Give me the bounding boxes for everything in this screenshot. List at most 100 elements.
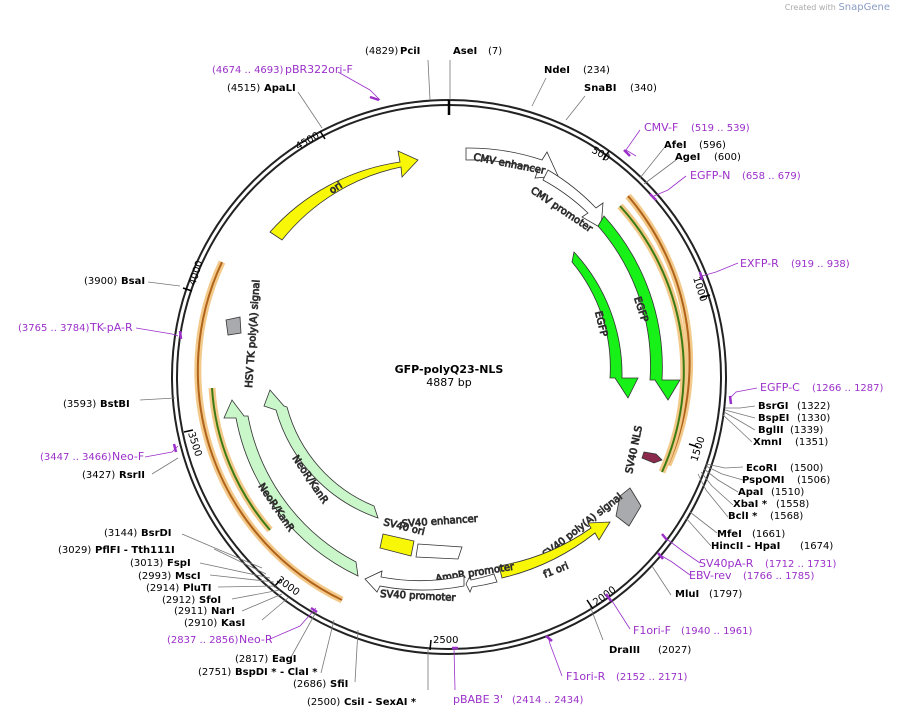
primer-name[interactable]: EGFP-C	[760, 381, 800, 394]
primer-name[interactable]: F1ori-R	[566, 670, 606, 683]
site-pos: (2027)	[658, 645, 691, 656]
tick-mark	[182, 287, 193, 292]
primer-name[interactable]: EGFP-N	[690, 169, 730, 182]
site-name[interactable]: PluTI	[183, 583, 211, 594]
feature-sv40-ori[interactable]	[379, 533, 415, 557]
tick-label: 4500	[294, 130, 322, 152]
feature-sv40-enhancer[interactable]	[415, 543, 463, 560]
snapgene-credit: Created with SnapGene	[785, 2, 890, 13]
site-pos: (2911)	[174, 606, 207, 617]
feature-neor-kanr-outer[interactable]	[223, 399, 359, 577]
tick-mark	[429, 639, 432, 651]
feature-ampr-promoter[interactable]	[465, 573, 498, 593]
primer-range: (3447 .. 3466)	[40, 452, 112, 463]
site-name[interactable]: XbaI *	[733, 499, 768, 510]
feature-sv40-promoter[interactable]	[364, 570, 465, 593]
plasmid-name: GFP-polyQ23-NLS	[395, 363, 504, 376]
site-name[interactable]: SfoI	[199, 595, 221, 606]
site-name[interactable]: SfiI	[330, 679, 348, 690]
primer-range: (1766 .. 1785)	[743, 571, 815, 582]
feature-label: SV40 promoter	[380, 589, 457, 604]
plasmid-length: 4887 bp	[426, 376, 471, 389]
primer-name[interactable]: EXFP-R	[740, 257, 779, 270]
site-name[interactable]: CsiI - SexAI *	[344, 697, 417, 708]
site-pos: (3013)	[130, 558, 163, 569]
site-pos: (1500)	[790, 463, 823, 474]
site-name[interactable]: NdeI	[544, 65, 570, 76]
feature-f1-ori[interactable]	[498, 521, 611, 579]
site-name[interactable]: AseI	[453, 46, 477, 57]
site-pos: (2686)	[293, 679, 326, 690]
site-name[interactable]: EcoRI	[746, 463, 777, 474]
tick-mark	[319, 130, 326, 140]
primer-name[interactable]: pBR322ori-F	[285, 63, 353, 76]
site-name[interactable]: AfeI	[664, 140, 687, 151]
primer-name[interactable]: pBABE 3'	[453, 693, 503, 706]
site-pos: (1506)	[797, 475, 830, 486]
feature-hsv-tk-polya[interactable]	[225, 316, 242, 336]
site-name[interactable]: BsrDI	[141, 528, 172, 539]
tick-label: 1500	[689, 435, 707, 463]
primer-name[interactable]: SV40pA-R	[699, 557, 754, 570]
site-name[interactable]: PspOMI	[742, 475, 784, 486]
site-name[interactable]: BsaI	[121, 276, 145, 287]
primer-name[interactable]: Neo-F	[112, 450, 144, 463]
green-primer-band-left-core	[211, 387, 271, 531]
site-name[interactable]: BsrGI	[758, 401, 788, 412]
site-name[interactable]: BspDI * - ClaI *	[235, 667, 318, 678]
feature-sv40-nls[interactable]	[641, 451, 663, 464]
site-name[interactable]: AgeI	[675, 152, 700, 163]
feature-cmv-promoter[interactable]	[542, 169, 604, 229]
site-pos: (3593)	[63, 399, 96, 410]
primer-name[interactable]: TK-pA-R	[89, 321, 133, 334]
site-name[interactable]: RsrII	[119, 470, 145, 481]
tick-mark	[602, 150, 610, 161]
site-name[interactable]: EagI	[272, 654, 296, 665]
site-name[interactable]: BstBI	[100, 399, 130, 410]
primer-name[interactable]: Neo-R	[239, 633, 273, 646]
site-name[interactable]: ApaLI	[264, 83, 296, 94]
primer-range: (919 .. 938)	[791, 259, 850, 270]
primer-name[interactable]: EBV-rev	[689, 569, 732, 582]
site-name[interactable]: MfeI	[717, 529, 742, 540]
site-name[interactable]: FspI	[167, 558, 191, 569]
site-name[interactable]: XmnI	[753, 437, 782, 448]
site-name[interactable]: HincII - HpaI	[711, 541, 780, 552]
feature-neor-kanr-inner[interactable]	[263, 389, 379, 519]
site-pos: (1510)	[771, 487, 804, 498]
site-name[interactable]: BspEI	[758, 413, 789, 424]
green-primer-band-right-core	[619, 205, 685, 473]
site-pos: (1568)	[770, 511, 803, 522]
site-pos: (3427)	[82, 470, 115, 481]
site-pos: (1330)	[797, 413, 830, 424]
site-name[interactable]: NarI	[211, 606, 235, 617]
site-name[interactable]: DraIII	[609, 645, 640, 656]
site-name[interactable]: MluI	[675, 589, 699, 600]
primer-range: (519 .. 539)	[691, 123, 750, 134]
site-name[interactable]: MscI	[175, 571, 201, 582]
site-pos: (600)	[714, 152, 741, 163]
site-name[interactable]: SnaBI	[584, 83, 616, 94]
feature-egfp-inner[interactable]	[571, 251, 639, 399]
site-pos: (1797)	[709, 589, 742, 600]
site-name[interactable]: BclI *	[728, 511, 758, 522]
site-name[interactable]: PciI	[400, 46, 420, 57]
site-name[interactable]: KasI	[221, 618, 245, 629]
feature-ori[interactable]	[269, 150, 419, 241]
site-name[interactable]: ApaI	[738, 487, 763, 498]
primer-labels: (4674 .. 4693) pBR322ori-F CMV-F (519 ..…	[18, 63, 884, 706]
primer-name[interactable]: F1ori-F	[633, 624, 671, 637]
tick-label: 2500	[433, 635, 458, 646]
primer-name[interactable]: CMV-F	[644, 121, 678, 134]
tick-mark	[183, 429, 194, 433]
site-pos: (3029)	[58, 545, 91, 556]
site-name[interactable]: BglII	[758, 425, 784, 436]
primer-markers	[172, 95, 733, 650]
site-pos: (1558)	[776, 499, 809, 510]
feature-egfp-outer[interactable]	[597, 215, 681, 401]
feature-sv40-polya[interactable]	[615, 487, 642, 527]
site-name[interactable]: PflFI - Tth111I	[95, 545, 175, 556]
credit-prefix: Created with	[784, 3, 836, 12]
site-pos: (340)	[630, 83, 657, 94]
primer-bands	[194, 193, 694, 604]
